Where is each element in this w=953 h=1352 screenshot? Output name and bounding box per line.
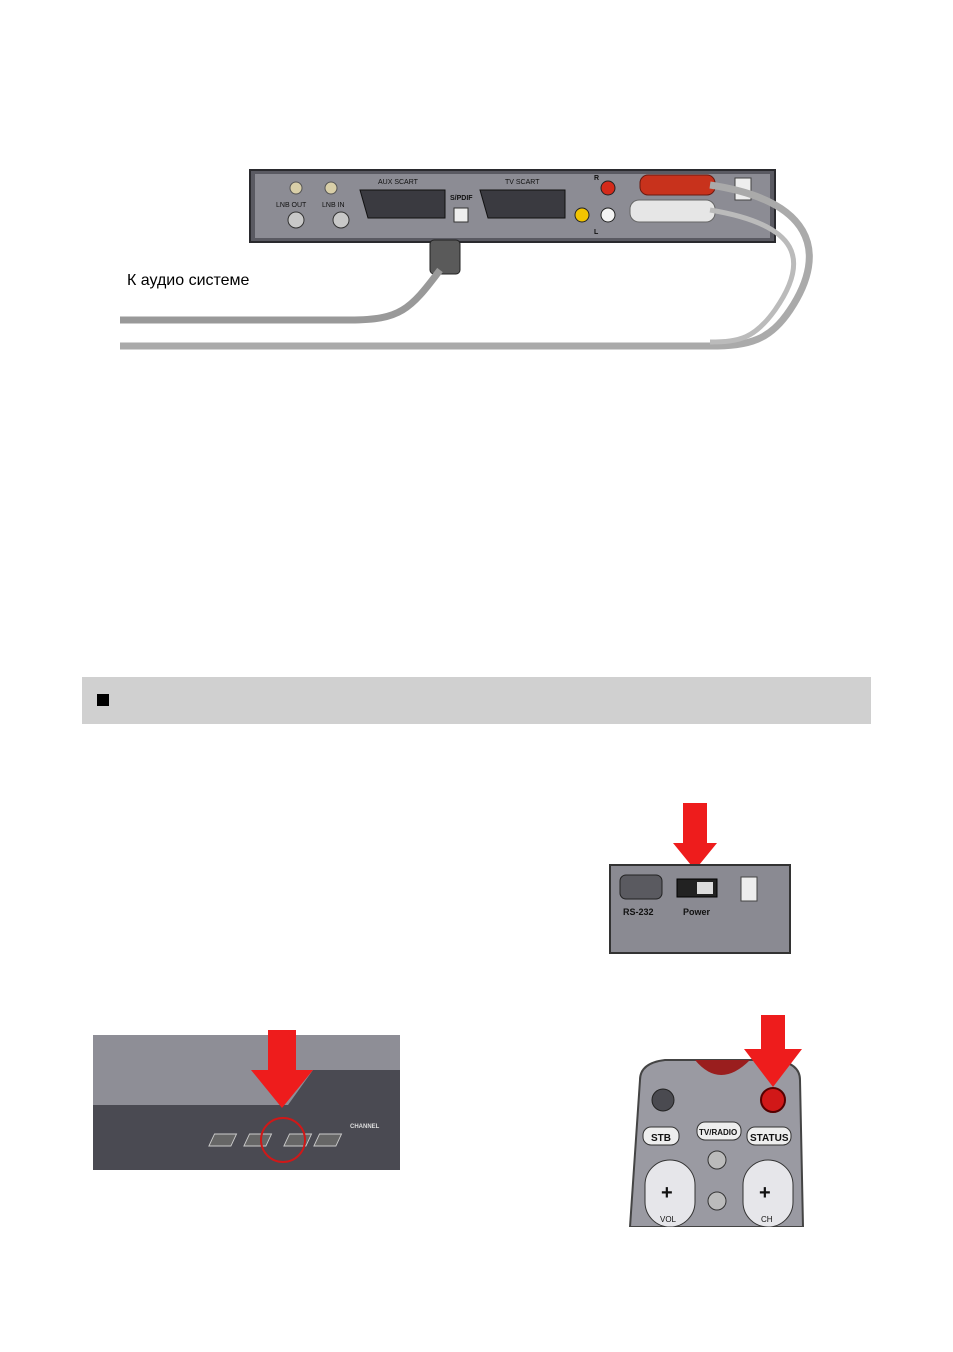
- spdif-plug: [430, 240, 460, 274]
- power-switch-figure: RS-232 Power: [605, 803, 795, 958]
- spdif-label: S/PDIF: [450, 195, 473, 202]
- l-label: L: [594, 229, 599, 236]
- tv-scart-label: TV SCART: [505, 179, 540, 186]
- aux-scart-port: [360, 190, 445, 218]
- lnb-out-label: LNB OUT: [276, 202, 307, 209]
- white-rca-plug: [630, 200, 715, 222]
- vol-label: VOL: [660, 1215, 677, 1224]
- tv-radio-label: TV/RADIO: [699, 1128, 737, 1137]
- section-bullet-square: [97, 694, 109, 706]
- lnb-in-label: LNB IN: [322, 202, 345, 209]
- r-label: R: [594, 175, 599, 182]
- front-panel-figure: CHANNEL: [88, 1030, 400, 1175]
- lnb-in-port: [333, 212, 349, 228]
- red-rca-plug: [640, 175, 715, 195]
- lnb-out-port: [288, 212, 304, 228]
- remote-control-figure: STB TV/RADIO STATUS + VOL + CH: [625, 1015, 810, 1227]
- round-button-upper: [708, 1151, 726, 1169]
- red-arrow-power: [673, 803, 717, 870]
- rs232-label: RS-232: [623, 907, 654, 917]
- rca-left-port: [601, 208, 615, 222]
- remote-power-button: [761, 1088, 785, 1112]
- lnb-out-connector: [290, 182, 302, 194]
- rs232-port: [620, 875, 662, 899]
- timer-button: [708, 1192, 726, 1210]
- aux-scart-label: AUX SCART: [378, 179, 419, 186]
- tv-scart-port: [480, 190, 565, 218]
- mute-button: [652, 1089, 674, 1111]
- ch-label: CH: [761, 1215, 773, 1224]
- power-switch-toggle: [697, 882, 713, 894]
- rca-video-port: [575, 208, 589, 222]
- vol-plus: +: [661, 1182, 673, 1204]
- lnb-in-connector: [325, 182, 337, 194]
- ch-plus: +: [759, 1182, 771, 1204]
- audio-system-caption: К аудио системе: [127, 272, 249, 290]
- power-label: Power: [683, 907, 711, 917]
- audio-connection-figure: LNB OUT LNB IN AUX SCART S/PDIF TV SCART…: [110, 160, 830, 365]
- status-label: STATUS: [750, 1133, 789, 1144]
- stb-label: STB: [651, 1133, 671, 1144]
- channel-label: CHANNEL: [350, 1124, 380, 1130]
- power-socket-small: [741, 877, 757, 901]
- section-header-bar: [82, 677, 871, 724]
- spdif-port: [454, 208, 468, 222]
- rca-right-port: [601, 181, 615, 195]
